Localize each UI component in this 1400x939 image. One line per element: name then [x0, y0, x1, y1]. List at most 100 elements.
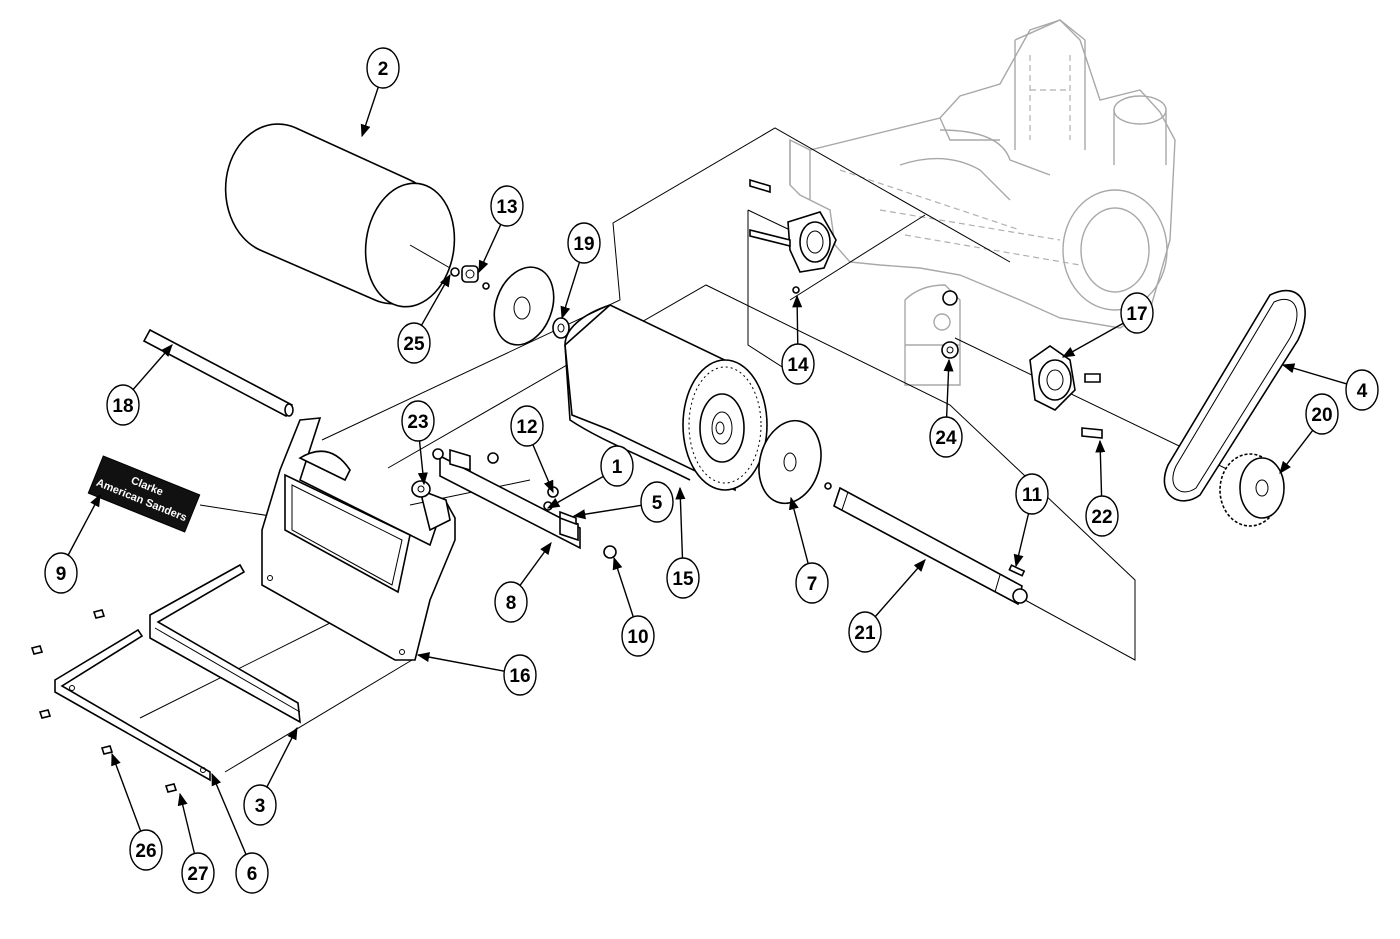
- callout-balloon: [1305, 393, 1339, 435]
- callout-26: 26: [111, 752, 163, 871]
- callout-number: 14: [787, 355, 809, 376]
- leader-line: [532, 444, 554, 494]
- callout-16: 16: [416, 652, 537, 696]
- leader-line: [519, 541, 552, 586]
- callout-number: 9: [56, 564, 67, 585]
- callout-25: 25: [397, 273, 451, 364]
- leader-line: [874, 559, 926, 618]
- callout-number: 24: [935, 428, 957, 449]
- callout-27: 27: [177, 792, 215, 894]
- callout-number: 4: [1357, 381, 1368, 402]
- part-17-bearing-lower: [1029, 345, 1103, 439]
- part-18-rod: [142, 328, 294, 418]
- callout-balloon: [243, 784, 277, 826]
- callout-balloon: [235, 852, 269, 894]
- callout-balloon: [1015, 473, 1049, 515]
- callout-balloon: [490, 185, 524, 227]
- callout-balloon: [929, 416, 963, 458]
- callout-12: 12: [510, 405, 554, 494]
- callout-balloon: [397, 322, 431, 364]
- callout-number: 3: [255, 796, 266, 817]
- callout-17: 17: [1061, 292, 1154, 358]
- leader-line: [1279, 429, 1314, 475]
- part-7-disc-right: [758, 419, 822, 505]
- part-8-bracket: [432, 448, 581, 550]
- callout-number: 23: [407, 412, 428, 433]
- part-21-shaft: [824, 482, 1028, 606]
- callout-5: 5: [572, 481, 674, 523]
- callout-13: 13: [478, 185, 524, 274]
- leader-line: [612, 556, 634, 618]
- leader-line: [1061, 322, 1124, 358]
- leader-line: [478, 224, 502, 274]
- leader-line: [792, 294, 803, 345]
- callout-number: 12: [516, 417, 537, 438]
- callout-number: 10: [627, 627, 648, 648]
- part-15-ribbed-drum: [564, 304, 768, 492]
- callout-balloon: [666, 557, 700, 599]
- leader-line: [177, 792, 196, 854]
- callout-number: 22: [1091, 507, 1112, 528]
- callout-number: 18: [112, 396, 133, 417]
- callout-number: 17: [1126, 304, 1147, 325]
- callout-number: 1: [612, 457, 623, 478]
- part-23-washer: [411, 480, 431, 498]
- callout-10: 10: [612, 556, 655, 657]
- callout-11: 11: [1013, 473, 1049, 568]
- callout-1: 1: [546, 445, 634, 509]
- callout-balloon: [366, 47, 400, 89]
- callout-number: 25: [403, 334, 425, 355]
- callout-3: 3: [243, 726, 298, 826]
- part-7-disc-left: [493, 266, 555, 346]
- callout-7: 7: [788, 496, 829, 604]
- callout-2: 2: [360, 47, 400, 138]
- leader-line: [943, 358, 954, 418]
- callout-balloon: [1085, 495, 1119, 537]
- callout-number: 7: [807, 574, 818, 595]
- callout-number: 6: [247, 864, 258, 885]
- callout-number: 19: [573, 234, 594, 255]
- leader-line: [788, 496, 809, 564]
- callout-balloon: [106, 384, 140, 426]
- part-9-logo-plate: Clarke American Sanders: [87, 455, 201, 533]
- callout-balloon: [621, 615, 655, 657]
- callout-balloon: [781, 343, 815, 385]
- leader-line: [211, 772, 247, 855]
- callout-balloon: [401, 400, 435, 442]
- callout-number: 15: [672, 569, 694, 590]
- callout-number: 2: [378, 59, 389, 80]
- leader-line: [560, 261, 581, 320]
- callout-21: 21: [848, 559, 926, 653]
- callout-balloon: [600, 445, 634, 487]
- leader-line: [1013, 513, 1030, 568]
- leader-line: [675, 486, 686, 559]
- callout-balloon: [848, 611, 882, 653]
- callout-8: 8: [494, 541, 552, 623]
- leader-line: [266, 726, 298, 788]
- callout-15: 15: [666, 486, 700, 599]
- part-24-nut: [941, 290, 959, 359]
- leader-line: [132, 344, 173, 390]
- callout-6: 6: [211, 772, 269, 894]
- callout-number: 21: [854, 623, 876, 644]
- callout-19: 19: [560, 222, 601, 320]
- callout-22: 22: [1085, 439, 1119, 537]
- machine-frame-ghost: [789, 19, 1176, 386]
- part-16-side-plate: [261, 417, 456, 661]
- leader-line: [416, 652, 505, 672]
- callout-number: 27: [187, 864, 208, 885]
- part-14-bearing-upper: [749, 178, 837, 294]
- callout-number: 26: [135, 841, 156, 862]
- callout-balloon: [1120, 292, 1154, 334]
- callout-number: 5: [652, 493, 663, 514]
- callout-balloon: [129, 829, 163, 871]
- callout-23: 23: [401, 400, 435, 486]
- callout-balloon: [795, 562, 829, 604]
- hardware-13-25: [450, 265, 490, 290]
- callout-24: 24: [929, 358, 963, 458]
- callout-18: 18: [106, 344, 173, 426]
- callout-number: 20: [1311, 405, 1332, 426]
- leader-line: [420, 273, 451, 326]
- callout-balloon: [567, 222, 601, 264]
